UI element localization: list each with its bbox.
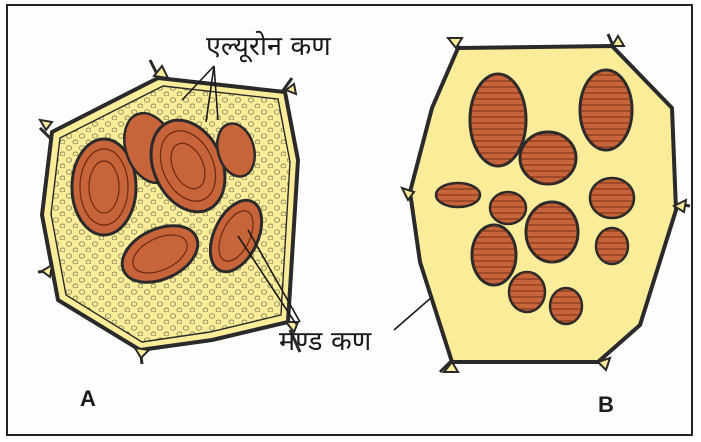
panel-a-label: A [80,386,96,412]
starch-grains-label: मण्ड कण [279,321,371,358]
panel-b-label: B [598,392,614,418]
cell-a [38,60,300,364]
cell-b [402,34,690,372]
aleurone-grains-label: एल्यूरोन कण [206,26,331,63]
